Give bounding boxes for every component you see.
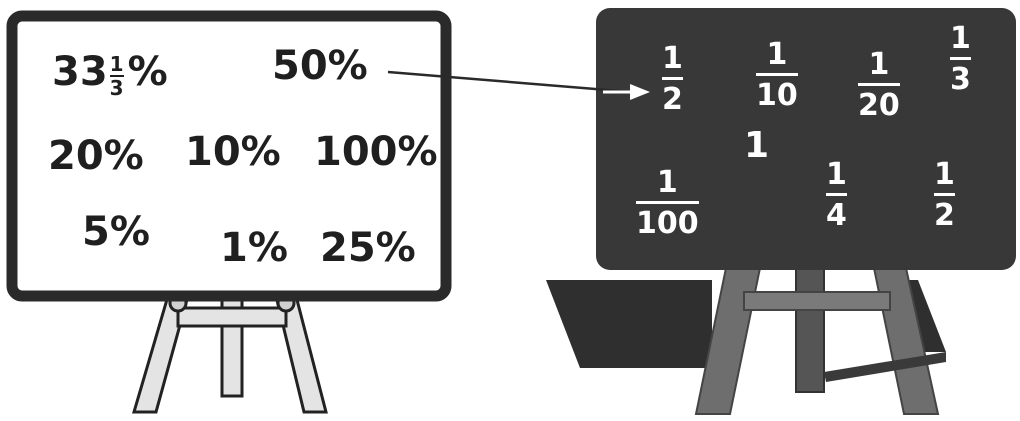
whiteboard bbox=[6, 10, 452, 302]
fraction-den: 3 bbox=[950, 62, 971, 97]
whole-number-1: 1 bbox=[744, 125, 770, 166]
fraction-den: 4 bbox=[826, 198, 847, 233]
connector-arrow bbox=[387, 70, 650, 100]
fraction-bar bbox=[950, 57, 971, 60]
fraction-den: 2 bbox=[934, 198, 955, 233]
mixed-den: 3 bbox=[109, 76, 124, 100]
fraction-den: 10 bbox=[756, 78, 798, 113]
fraction-bar bbox=[826, 193, 847, 196]
blackboard bbox=[596, 8, 1016, 270]
mixed-num: 1 bbox=[109, 52, 124, 76]
fraction-bar bbox=[756, 73, 798, 76]
easel-crossbar-dark bbox=[743, 291, 891, 311]
fraction-num: 1 bbox=[826, 157, 847, 192]
fraction-num: 1 bbox=[868, 47, 890, 82]
fraction-num: 1 bbox=[766, 37, 788, 72]
fraction-num: 1 bbox=[950, 21, 971, 56]
easel-leg-center-dark bbox=[795, 267, 825, 393]
fraction-bar bbox=[934, 193, 955, 196]
mixed-fraction-bar bbox=[109, 75, 124, 77]
floor-shadow bbox=[824, 352, 946, 382]
percent-20: 20% bbox=[48, 133, 144, 179]
fraction-num: 1 bbox=[656, 165, 678, 200]
percent-1: 1% bbox=[220, 225, 288, 271]
fraction-den: 20 bbox=[858, 88, 900, 123]
mixed-whole: 33 bbox=[52, 49, 108, 95]
percent-10: 10% bbox=[185, 129, 281, 175]
fraction-bar bbox=[858, 83, 900, 86]
percent-100: 100% bbox=[314, 129, 438, 175]
percent-25: 25% bbox=[320, 225, 416, 271]
fraction-num: 1 bbox=[934, 157, 955, 192]
fraction-num: 1 bbox=[662, 41, 683, 76]
board-shadow bbox=[546, 280, 712, 368]
mixed-sign: % bbox=[127, 49, 168, 95]
percent-5: 5% bbox=[82, 209, 150, 255]
fraction-bar bbox=[636, 201, 699, 204]
white-easel bbox=[131, 293, 328, 414]
fraction-den: 2 bbox=[662, 82, 683, 117]
dark-easel bbox=[546, 267, 946, 415]
fraction-bar bbox=[662, 77, 683, 80]
percent-50: 50% bbox=[272, 43, 368, 89]
easel-crossbar bbox=[176, 306, 288, 328]
fraction-den: 100 bbox=[636, 206, 699, 241]
